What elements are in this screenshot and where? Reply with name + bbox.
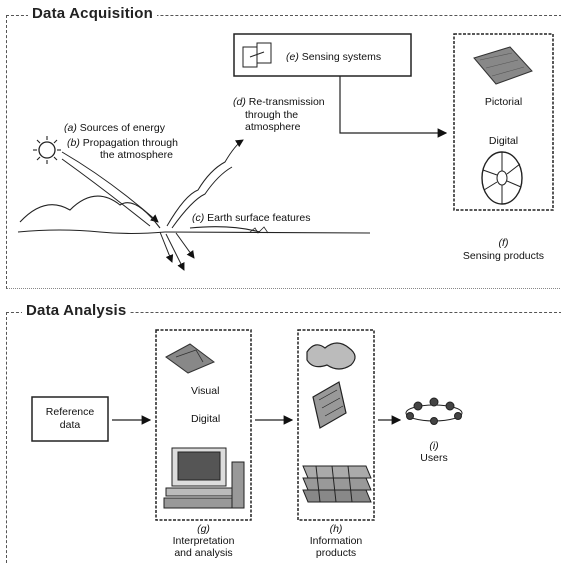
propagation-letter: (b) bbox=[67, 137, 80, 149]
digital-label: Digital bbox=[488, 135, 519, 147]
users-caption: Users bbox=[420, 452, 448, 464]
interpretation-letter: (g) bbox=[156, 523, 251, 535]
retransmission-text-1: Re-transmission bbox=[248, 96, 325, 108]
sensing-systems-label: (e) Sensing systems bbox=[286, 51, 381, 63]
surface-features-text: Earth surface features bbox=[207, 212, 311, 224]
sensing-to-products-arrow bbox=[339, 76, 448, 138]
data-acquisition-title: Data Acquisition bbox=[28, 5, 157, 22]
visual-label: Visual bbox=[191, 385, 220, 397]
terrain-landscape bbox=[17, 195, 371, 235]
information-products-caption-2: products bbox=[315, 547, 357, 559]
sensing-systems-letter: (e) bbox=[286, 51, 299, 63]
retransmission-text-3: atmosphere bbox=[245, 121, 301, 133]
computer-workstation-icon bbox=[163, 447, 245, 509]
gis-layers-icon bbox=[302, 465, 372, 503]
map-products-icon bbox=[306, 342, 356, 429]
sensing-products-letter-text: (f) bbox=[498, 237, 509, 249]
pictorial-image-icon bbox=[473, 46, 533, 85]
retransmission-letter: (d) bbox=[233, 96, 246, 108]
incoming-energy-rays bbox=[61, 151, 159, 227]
reflected-energy-wave bbox=[166, 139, 244, 229]
propagation-label: (b) Propagation through bbox=[67, 137, 178, 149]
energy-source-label: (a) Sources of energy bbox=[64, 122, 165, 134]
sensing-systems-text: Sensing systems bbox=[301, 51, 382, 63]
visual-image-icon bbox=[165, 343, 215, 374]
data-analysis-title: Data Analysis bbox=[22, 302, 131, 319]
pictorial-label: Pictorial bbox=[484, 96, 523, 108]
reference-data-line-1: Reference bbox=[45, 406, 95, 418]
energy-source-letter: (a) bbox=[64, 122, 77, 134]
sensor-icon bbox=[242, 42, 272, 68]
sensing-products-letter: (f) bbox=[454, 237, 553, 249]
information-products-caption-1: Information bbox=[309, 535, 363, 547]
surface-features-letter: (c) bbox=[192, 212, 205, 224]
sun-icon bbox=[33, 136, 61, 164]
reference-data-line-2: data bbox=[59, 419, 81, 431]
users-letter: (i) bbox=[404, 440, 464, 452]
surface-features-label: (c) Earth surface features bbox=[192, 212, 310, 224]
propagation-text-1: Propagation through bbox=[82, 137, 178, 149]
data-acquisition-panel bbox=[6, 15, 561, 289]
digital-tape-reel-icon bbox=[481, 151, 523, 205]
digital-analysis-label: Digital bbox=[191, 413, 221, 425]
energy-source-text: Sources of energy bbox=[79, 122, 165, 134]
interpretation-caption-1: Interpretation bbox=[172, 535, 235, 547]
reference-data-box bbox=[31, 396, 109, 442]
interpretation-caption-2: and analysis bbox=[174, 547, 233, 559]
retransmission-text-2: through the bbox=[245, 109, 299, 121]
retransmission-label: (d) Re-transmission bbox=[233, 96, 325, 108]
propagation-text-2: the atmosphere bbox=[100, 149, 173, 161]
users-letter-text: (i) bbox=[429, 440, 439, 452]
sensing-systems-box bbox=[233, 33, 412, 77]
data-analysis-panel bbox=[6, 312, 561, 563]
interpretation-letter-text: (g) bbox=[197, 523, 210, 535]
information-products-letter: (h) bbox=[298, 523, 374, 535]
information-products-letter-text: (h) bbox=[329, 523, 343, 535]
users-icon bbox=[405, 397, 463, 425]
ground-penetration-arrows bbox=[159, 231, 195, 271]
sensing-products-caption: Sensing products bbox=[462, 250, 545, 262]
